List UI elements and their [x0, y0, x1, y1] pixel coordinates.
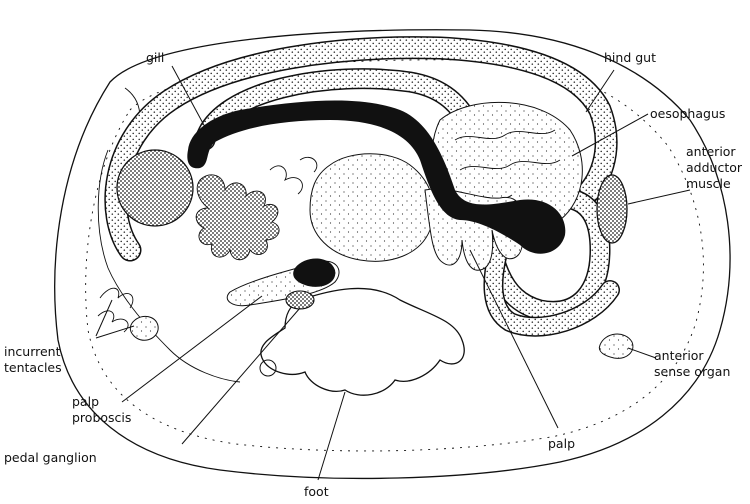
- gill-filaments-2: [270, 157, 317, 194]
- label-palp: palp: [548, 436, 575, 451]
- label-anterior-sense-1: anterior: [654, 348, 704, 363]
- incurrent-tentacles: [98, 288, 133, 332]
- label-pedal-ganglion: pedal ganglion: [4, 450, 97, 465]
- label-gill: gill: [146, 50, 164, 65]
- label-incurrent-2: tentacles: [4, 360, 62, 375]
- label-anterior-adductor-2: adductor: [686, 160, 743, 175]
- gill-filaments: [196, 175, 279, 260]
- pedal-ganglion: [286, 291, 314, 309]
- incurrent-tentacle-lobe: [130, 316, 158, 340]
- label-incurrent-1: incurrent: [4, 344, 61, 359]
- label-foot: foot: [304, 484, 329, 499]
- anterior-sense-organ: [599, 334, 633, 358]
- label-anterior-adductor-1: anterior: [686, 144, 736, 159]
- anterior-adductor-muscle: [597, 175, 627, 243]
- label-anterior-adductor-3: muscle: [686, 176, 731, 191]
- label-oesophagus: oesophagus: [650, 106, 725, 121]
- label-anterior-sense-2: sense organ: [654, 364, 730, 379]
- label-hind-gut: hind gut: [604, 50, 656, 65]
- label-palp-proboscis-2: proboscis: [72, 410, 131, 425]
- visceral-mass: [310, 154, 434, 262]
- posterior-adductor-muscle: [117, 150, 193, 226]
- label-palp-proboscis-1: palp: [72, 394, 99, 409]
